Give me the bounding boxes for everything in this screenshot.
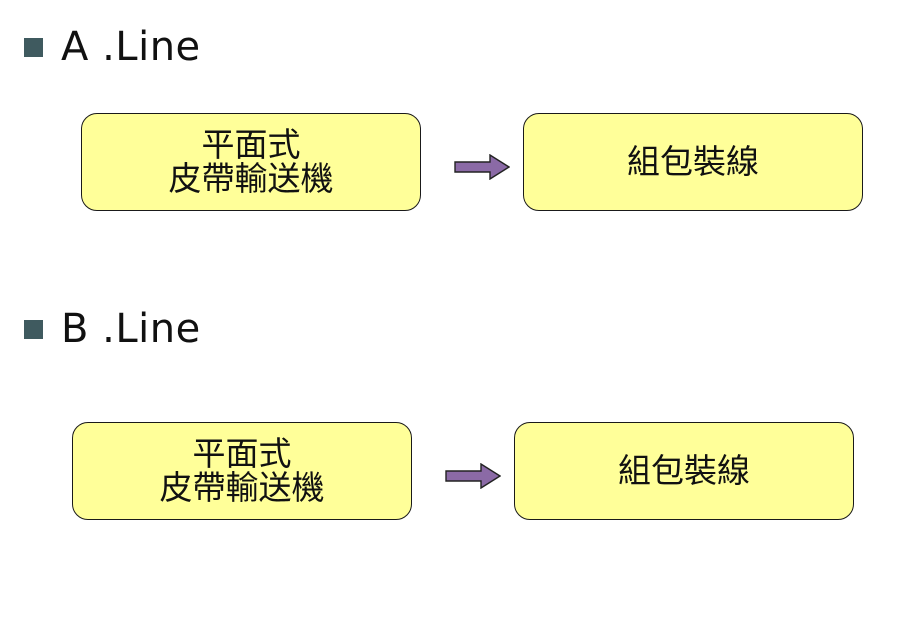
section-a-target-label: 組包裝線 [627,142,759,181]
section-a-heading: A .Line [24,22,201,72]
section-b-target-label: 組包裝線 [618,451,750,490]
section-a-source-line2: 皮帶輸送機 [168,159,334,198]
section-b-source-line2: 皮帶輸送機 [159,468,325,507]
section-b-heading: B .Line [24,304,201,354]
square-bullet-icon [24,319,43,339]
right-arrow-icon [445,463,501,489]
section-b-source-box: 平面式 皮帶輸送機 [72,422,412,520]
section-a-source-line1: 平面式 [201,125,301,164]
right-arrow-icon [454,154,510,180]
section-a-title: A .Line [61,24,201,70]
section-b-source-line1: 平面式 [192,434,292,473]
section-a-target-box: 組包裝線 [523,113,863,211]
section-b-title: B .Line [61,306,201,352]
square-bullet-icon [24,37,43,57]
section-b-target-box: 組包裝線 [514,422,854,520]
section-a-source-box: 平面式 皮帶輸送機 [81,113,421,211]
